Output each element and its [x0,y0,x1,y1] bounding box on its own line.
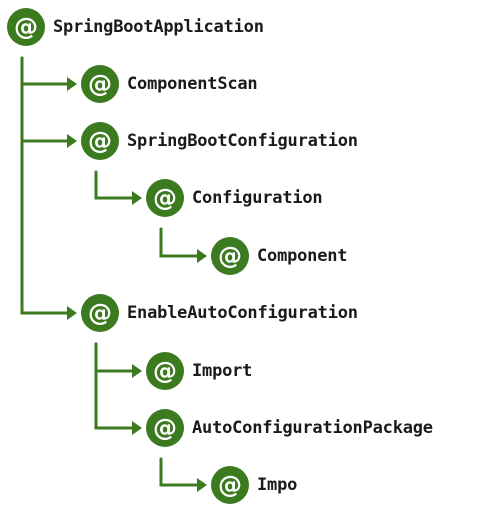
connector-line-springbootconfiguration [20,56,71,143]
connector-line-import-2 [159,457,201,487]
arrow-head-import [132,364,142,378]
at-annotation-icon: @ [81,65,119,103]
tree-node-import: @ Import [146,351,252,391]
arrow-head-autoconfigurationpackage [132,421,142,435]
connector-line-import [94,342,136,373]
connector-line-component [159,227,201,258]
tree-node-enableautoconfiguration: @ EnableAutoConfiguration [81,293,358,333]
node-label: SpringBootConfiguration [127,131,358,151]
tree-node-configuration: @ Configuration [146,178,323,218]
at-annotation-icon: @ [211,466,249,504]
arrow-head-componentscan [67,77,77,91]
connector-line-configuration [94,170,136,200]
node-label: SpringBootApplication [53,17,264,37]
tree-node-componentscan: @ ComponentScan [81,64,258,104]
arrow-head-configuration [132,191,142,205]
arrow-head-enableautoconfiguration [67,306,77,320]
node-label: Component [257,246,348,266]
at-annotation-icon: @ [211,237,249,275]
connector-line-componentscan [20,56,71,86]
node-label: ComponentScan [127,74,258,94]
tree-node-springbootconfiguration: @ SpringBootConfiguration [81,121,358,161]
at-annotation-icon: @ [81,122,119,160]
tree-node-autoconfigurationpackage: @ AutoConfigurationPackage [146,408,433,448]
node-label: Configuration [192,188,323,208]
node-label: AutoConfigurationPackage [192,418,433,438]
node-label: Impo [257,475,298,495]
at-annotation-icon: @ [7,8,45,46]
node-label: EnableAutoConfiguration [127,303,358,323]
connector-line-enableautoconfiguration [20,56,71,315]
tree-node-springbootapplication: @ SpringBootApplication [7,7,264,47]
arrow-head-component [197,249,207,263]
arrow-head-import-2 [197,478,207,492]
tree-node-component: @ Component [211,236,348,276]
at-annotation-icon: @ [146,179,184,217]
at-annotation-icon: @ [81,294,119,332]
at-annotation-icon: @ [146,409,184,447]
connector-line-autoconfigurationpackage [94,342,136,430]
tree-node-import-2: @ Impo [211,465,297,505]
arrow-head-springbootconfiguration [67,134,77,148]
at-annotation-icon: @ [146,352,184,390]
node-label: Import [192,361,253,381]
